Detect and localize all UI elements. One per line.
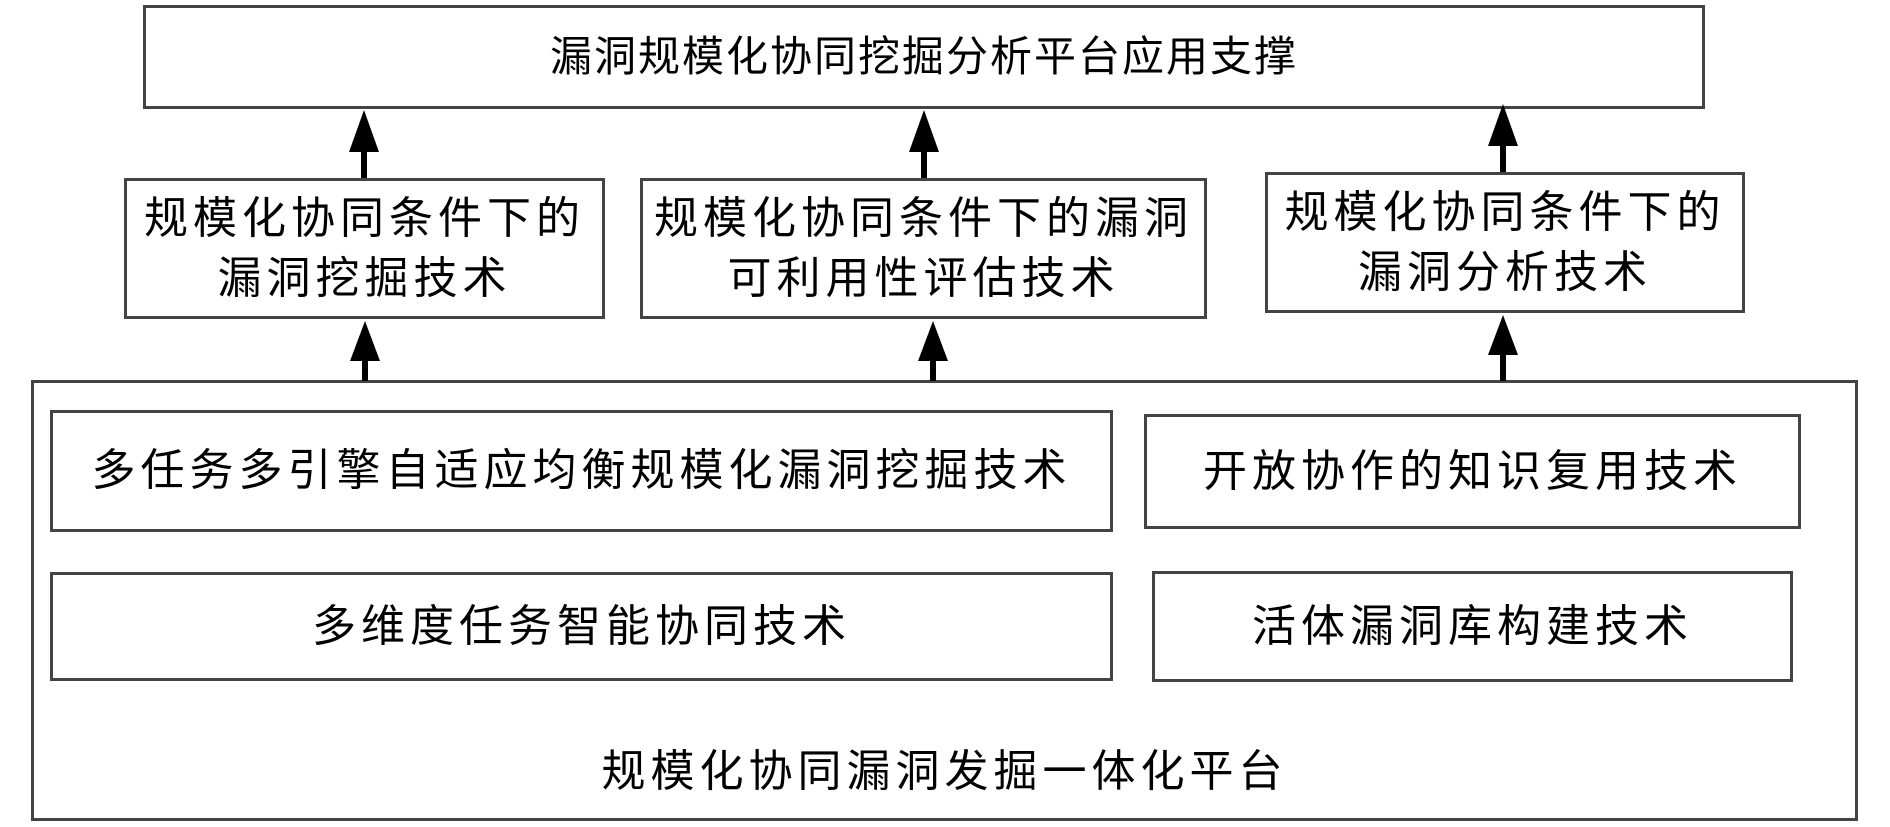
integrated-platform-label: 规模化协同漏洞发掘一体化平台: [601, 746, 1288, 797]
arrow-platform-to-mid2: [918, 321, 948, 381]
middle-box-2-line-1: 规模化协同条件下的漏洞: [654, 192, 1193, 244]
multi-dim-task-collab-tech-box: 多维度任务智能协同技术: [50, 572, 1113, 681]
arrow-platform-to-mid1: [350, 321, 380, 381]
vuln-mining-tech-box: 规模化协同条件下的 漏洞挖掘技术: [124, 178, 605, 319]
top-box-label: 漏洞规模化协同挖掘分析平台应用支撑: [549, 32, 1298, 81]
integrated-platform-box: 规模化协同漏洞发掘一体化平台: [31, 380, 1858, 821]
component-3-label: 多维度任务智能协同技术: [312, 600, 851, 652]
arrow-platform-to-mid3: [1488, 315, 1518, 381]
arrow-mid1-to-top: [349, 110, 379, 178]
arrow-mid3-to-top: [1488, 104, 1518, 172]
component-1-label: 多任务多引擎自适应均衡规模化漏洞挖掘技术: [91, 445, 1072, 496]
knowledge-reuse-tech-box: 开放协作的知识复用技术: [1144, 414, 1801, 529]
component-2-label: 开放协作的知识复用技术: [1203, 445, 1742, 497]
platform-application-support-box: 漏洞规模化协同挖掘分析平台应用支撑: [143, 5, 1705, 109]
middle-box-3-line-1: 规模化协同条件下的: [1284, 186, 1726, 238]
vuln-analysis-tech-box: 规模化协同条件下的 漏洞分析技术: [1265, 172, 1745, 313]
middle-box-3-line-2: 漏洞分析技术: [1358, 246, 1652, 298]
live-vuln-db-tech-box: 活体漏洞库构建技术: [1152, 571, 1793, 682]
arrow-mid2-to-top: [909, 110, 939, 178]
exploitability-assessment-tech-box: 规模化协同条件下的漏洞 可利用性评估技术: [640, 178, 1207, 319]
multi-engine-mining-tech-box: 多任务多引擎自适应均衡规模化漏洞挖掘技术: [50, 410, 1113, 532]
component-4-label: 活体漏洞库构建技术: [1252, 600, 1693, 652]
middle-box-1-line-1: 规模化协同条件下的: [144, 192, 585, 244]
middle-box-1-line-2: 漏洞挖掘技术: [217, 252, 512, 304]
middle-box-2-line-2: 可利用性评估技术: [727, 252, 1120, 304]
